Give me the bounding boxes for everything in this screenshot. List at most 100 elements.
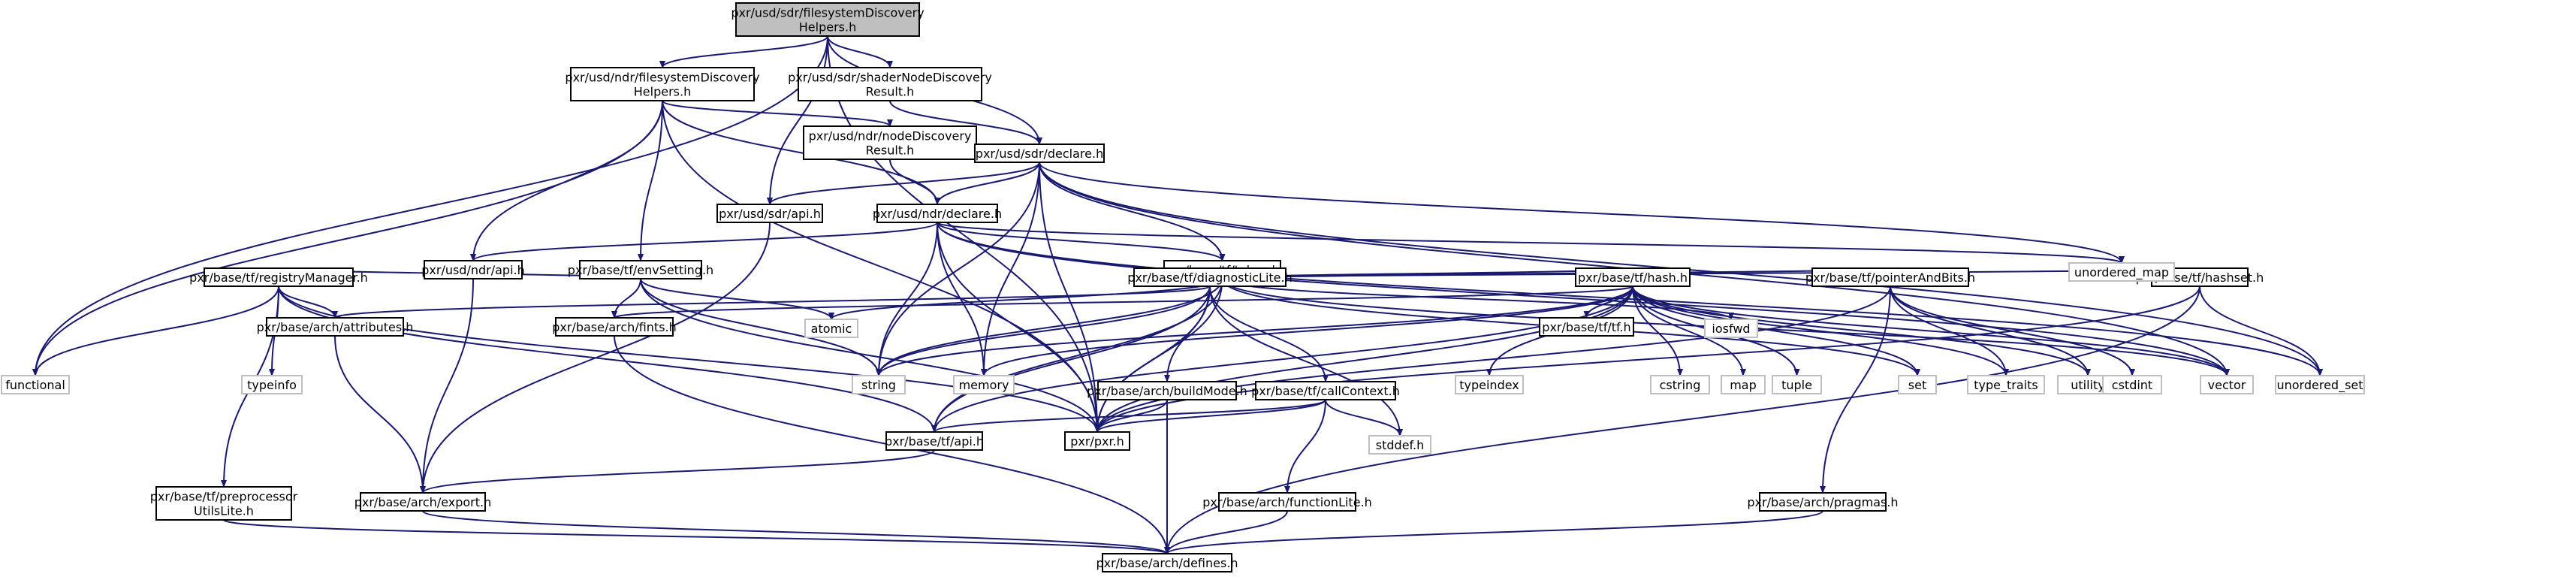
node-box-unordmap: [2068, 262, 2175, 282]
node-unordmap: unordered_map: [2068, 262, 2175, 282]
node-label-funclite-0: pxr/base/arch/functionLite.h: [1202, 495, 1372, 509]
node-label-root-0: pxr/usd/sdr/filesystemDiscovery: [731, 6, 924, 20]
edge-envset-to-fints: [611, 278, 641, 319]
node-diaglite[interactable]: pxr/base/tf/diagnosticLite.h: [1127, 267, 1293, 287]
node-box-export: [360, 492, 486, 512]
node-export[interactable]: pxr/base/arch/export.h: [354, 492, 492, 512]
node-defines[interactable]: pxr/base/arch/defines.h: [1096, 553, 1238, 572]
node-box-defines: [1102, 553, 1232, 572]
node-iosfwd: iosfwd: [1704, 319, 1758, 338]
edge-hash-to-set: [1632, 285, 1920, 376]
node-box-ndrdecl: [876, 204, 998, 223]
node-box-tfapi: [885, 431, 983, 451]
node-label-unordmap-0: unordered_map: [2074, 265, 2169, 280]
node-box-buildmode: [1097, 381, 1237, 400]
edge-sdrdecl-to-sdrapi: [767, 162, 1040, 205]
node-sdrdecl[interactable]: pxr/usd/sdr/declare.h: [974, 143, 1105, 163]
node-label-unordset-0: unordered_set: [2276, 378, 2363, 393]
edge-token-to-hashset: [1221, 267, 2202, 279]
edge-callctx-to-funclite: [1284, 399, 1326, 494]
node-label-ptrbits-0: pxr/base/tf/pointerAndBits.h: [1805, 270, 1975, 285]
node-label-functional-0: functional: [5, 378, 65, 392]
edge-pragmas-to-defines: [1164, 510, 1823, 554]
node-box-cstring: [1650, 375, 1710, 394]
node-typeinfo: typeinfo: [241, 375, 303, 394]
node-label-root-1: Helpers.h: [799, 20, 856, 35]
node-fints[interactable]: pxr/base/arch/fints.h: [552, 317, 677, 337]
node-callctx[interactable]: pxr/base/tf/callContext.h: [1251, 381, 1400, 400]
node-box-ndrnd: [803, 125, 977, 160]
node-sdrapi[interactable]: pxr/usd/sdr/api.h: [716, 204, 823, 223]
node-box-sdrsnd: [798, 67, 982, 101]
node-label-sdrsnd-0: pxr/usd/sdr/shaderNodeDiscovery: [788, 71, 992, 85]
node-string: string: [852, 375, 906, 394]
edge-ndrapi-to-export: [420, 278, 474, 494]
node-funclite[interactable]: pxr/base/arch/functionLite.h: [1202, 492, 1372, 512]
edge-sdrdecl-to-unordmap: [1039, 162, 2125, 264]
node-attrs[interactable]: pxr/base/arch/attributes.h: [257, 317, 414, 337]
node-label-typeinfo-0: typeinfo: [247, 378, 297, 392]
edge-ndrdecl-to-ndrapi: [470, 222, 938, 261]
edge-prepro-to-defines: [223, 519, 1170, 554]
node-box-unordset: [2275, 375, 2365, 394]
node-box-prepro: [155, 486, 292, 521]
node-label-map-0: map: [1730, 378, 1757, 392]
edge-envset-to-pxrh: [640, 278, 1100, 433]
node-label-pxrh-0: pxr/pxr.h: [1070, 434, 1124, 449]
node-label-stddef-0: stddef.h: [1376, 438, 1424, 452]
edge-ndrdecl-to-pxrh: [937, 222, 1100, 433]
node-label-callctx-0: pxr/base/tf/callContext.h: [1251, 384, 1400, 398]
node-label-sdrsnd-1: Result.h: [866, 85, 915, 99]
node-box-iosfwd: [1704, 319, 1758, 338]
edge-root-to-ndrfs: [659, 35, 828, 68]
node-box-root: [735, 2, 920, 37]
node-tuple: tuple: [1772, 375, 1822, 394]
node-ndrapi[interactable]: pxr/usd/ndr/api.h: [421, 260, 525, 279]
node-box-functional: [1, 375, 70, 394]
node-tfapi[interactable]: pxr/base/tf/api.h: [885, 431, 984, 451]
node-buildmode[interactable]: pxr/base/arch/buildMode.h: [1087, 381, 1247, 400]
node-box-tfh: [1539, 317, 1634, 337]
edge-export-to-defines: [422, 510, 1170, 554]
node-label-regmgr-0: pxr/base/tf/registryManager.h: [189, 270, 368, 285]
node-box-diaglite: [1133, 267, 1286, 287]
edge-ndrdecl-to-vector: [937, 222, 2230, 376]
node-label-typeindex-0: typeindex: [1459, 378, 1519, 392]
node-label-atomic-0: atomic: [811, 322, 852, 336]
edge-ptrbits-to-pragmas: [1820, 285, 1891, 494]
node-label-ndrnd-1: Result.h: [866, 143, 915, 158]
node-label-tfapi-0: pxr/base/tf/api.h: [885, 434, 984, 449]
node-label-ndrfs-1: Helpers.h: [634, 85, 691, 99]
node-box-attrs: [266, 317, 404, 337]
node-regmgr[interactable]: pxr/base/tf/registryManager.h: [189, 267, 368, 287]
edge-hash-to-tfapi: [931, 285, 1633, 433]
node-label-ndrapi-0: pxr/usd/ndr/api.h: [421, 263, 525, 277]
node-envset[interactable]: pxr/base/tf/envSetting.h: [568, 260, 713, 279]
node-label-export-0: pxr/base/arch/export.h: [354, 495, 492, 509]
node-box-fints: [555, 317, 674, 337]
node-box-callctx: [1255, 381, 1396, 400]
node-label-string-0: string: [861, 378, 896, 392]
node-unordset: unordered_set: [2275, 375, 2365, 394]
node-hash[interactable]: pxr/base/tf/hash.h: [1575, 267, 1691, 287]
node-label-buildmode-0: pxr/base/arch/buildMode.h: [1087, 384, 1247, 398]
node-pragmas[interactable]: pxr/base/arch/pragmas.h: [1747, 492, 1899, 512]
node-typeindex: typeindex: [1455, 375, 1524, 394]
node-ptrbits[interactable]: pxr/base/tf/pointerAndBits.h: [1805, 267, 1975, 287]
edge-sdrdecl-to-memory: [981, 162, 1040, 376]
node-pxrh[interactable]: pxr/pxr.h: [1064, 431, 1130, 451]
node-ndrdecl[interactable]: pxr/usd/ndr/declare.h: [873, 204, 1002, 223]
node-tfh[interactable]: pxr/base/tf/tf.h: [1539, 317, 1634, 337]
node-memory: memory: [953, 375, 1015, 394]
node-label-memory-0: memory: [959, 378, 1009, 392]
node-label-prepro-1: UtilsLite.h: [194, 504, 254, 518]
edge-diaglite-to-stddef: [1209, 285, 1403, 437]
edge-hash-to-pxrh: [1094, 285, 1633, 433]
node-cstring: cstring: [1650, 375, 1710, 394]
node-atomic: atomic: [804, 319, 858, 338]
